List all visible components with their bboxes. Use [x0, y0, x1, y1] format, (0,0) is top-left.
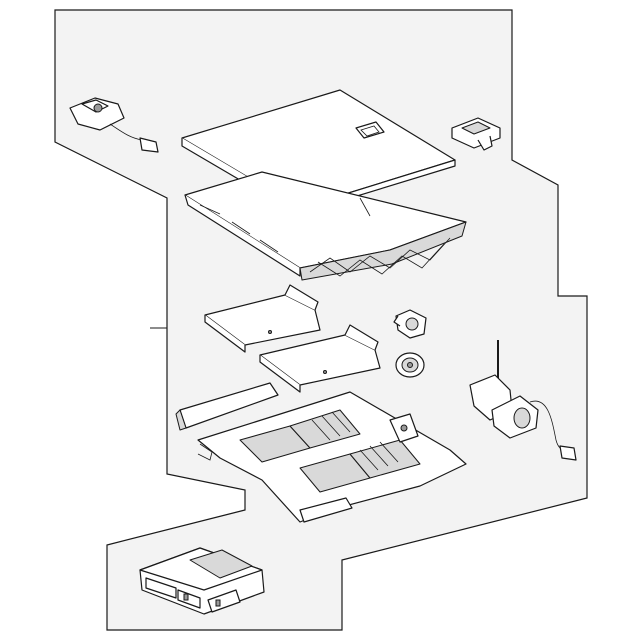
heater-switch-connector	[69, 97, 159, 153]
upper-panel	[204, 284, 321, 353]
console-box-tray	[184, 171, 467, 281]
base-frame	[197, 391, 467, 523]
knob-dial	[395, 352, 425, 378]
control-module	[139, 547, 265, 615]
actuator-motor	[469, 340, 577, 461]
lower-panel	[259, 324, 381, 393]
side-trim	[175, 382, 279, 431]
grommet	[393, 309, 427, 339]
clip-bracket	[451, 117, 501, 151]
